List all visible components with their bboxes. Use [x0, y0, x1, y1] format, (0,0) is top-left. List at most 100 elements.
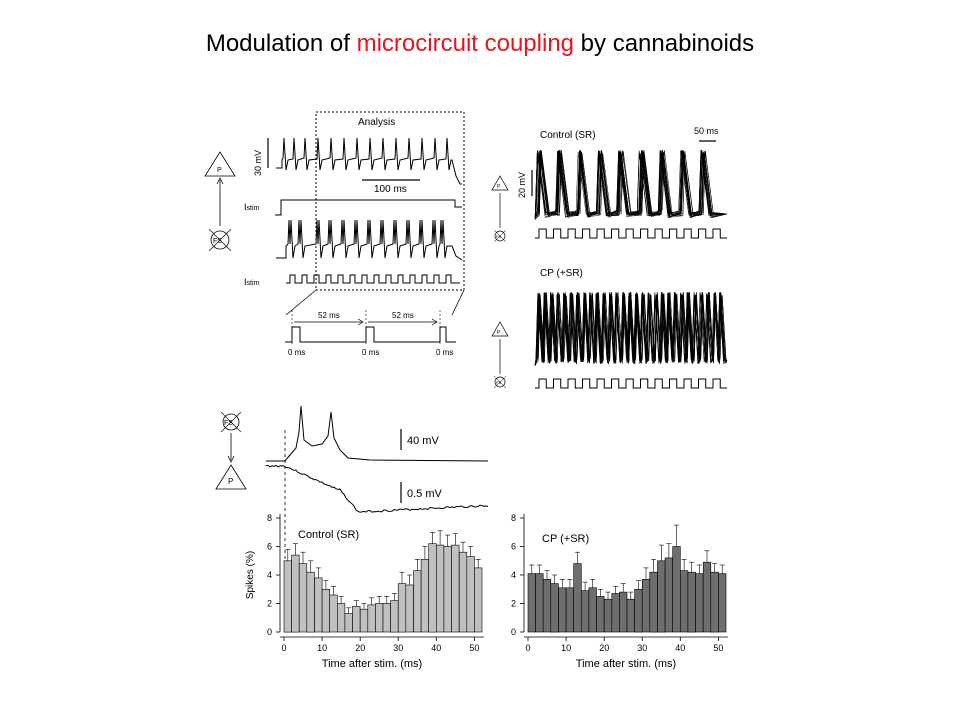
fs-cross-b: [208, 228, 232, 252]
y-tick-label: 8: [511, 513, 516, 523]
cp-stim-pulses: [535, 378, 727, 389]
scale-label-100ms: 100 ms: [374, 184, 407, 195]
y-tick-label: 6: [511, 542, 516, 552]
histogram-bar: [413, 570, 422, 633]
scale-label-20mv: 20 mV: [517, 172, 527, 198]
analysis-label: Analysis: [358, 117, 395, 128]
arrow-head-icon-c: [227, 455, 235, 463]
slide-title: Modulation of microcircuit coupling by c…: [0, 30, 960, 58]
histogram-bar: [329, 594, 338, 633]
histogram-bar: [603, 598, 613, 633]
panel-a: [204, 111, 465, 345]
histogram-bar: [679, 570, 689, 633]
trace-istim-step: [275, 199, 462, 216]
histogram-bar: [672, 546, 681, 633]
period-label-2: 52 ms: [392, 311, 414, 320]
histogram-title: Control (SR): [298, 529, 359, 541]
cp-sr-spike-overlay: [534, 291, 728, 366]
fs-cell-icon-b2: [494, 376, 506, 388]
histogram-bar: [291, 554, 300, 633]
histogram-bar: [619, 591, 628, 633]
control-sr-spike-overlay: [534, 149, 728, 220]
title-text-a: Modulation of: [205, 30, 357, 57]
cell-label-p: P: [217, 167, 222, 174]
fs-cell-icon: [210, 230, 230, 250]
panel-b-labels: Control (SR) CP (+SR) 50 ms 20 mV P FS P…: [496, 126, 719, 385]
cell-label-fs-b2: FS: [496, 380, 501, 385]
histogram-bar: [611, 593, 620, 633]
arrow-head-icon: [216, 177, 224, 185]
y-tick-label: 4: [267, 570, 272, 580]
x-tick-label: 30: [393, 643, 403, 653]
y-axis-label: Spikes (%): [245, 551, 256, 599]
overlay-trace: [534, 149, 728, 217]
trace-p-cell: [276, 137, 462, 185]
cell-label-fs-b1: FS: [496, 234, 501, 239]
histogram-bar: [527, 573, 536, 633]
x-tick-label: 50: [469, 643, 479, 653]
histogram-bar: [390, 600, 399, 633]
histogram-bar: [435, 544, 445, 633]
cell-label-p-c: P: [228, 477, 233, 486]
cell-label-fs: FS: [213, 238, 222, 245]
time-label-1: 0 ms: [288, 348, 305, 357]
overlay-trace: [534, 151, 728, 219]
histogram-bar: [382, 603, 391, 633]
histogram-bar: [687, 571, 696, 633]
histogram-bar: [375, 603, 384, 633]
scale-label-40mv: 40 mV: [407, 435, 439, 447]
histogram-bar: [596, 596, 605, 633]
histogram-bar: [321, 588, 331, 633]
histogram-bar: [283, 560, 292, 633]
x-tick-label: 40: [675, 643, 685, 653]
panel-b: [491, 140, 728, 389]
y-tick-label: 8: [267, 513, 272, 523]
fs-cell-icon-b1: [494, 230, 506, 242]
overlay-trace: [534, 150, 728, 220]
istim-label-1: Istim: [244, 202, 260, 212]
histogram-bar: [710, 571, 719, 633]
control-stim-pulses: [535, 228, 727, 239]
title-text-b: by cannabinoids: [574, 30, 755, 57]
fs-cross-b1b: [493, 229, 507, 243]
histogram-bar: [466, 556, 475, 633]
histogram-bar: [336, 603, 346, 633]
histogram-bar: [695, 573, 704, 633]
inset-pulse-trace: [285, 326, 456, 343]
scale-label-05mv: 0.5 mV: [407, 488, 443, 500]
trace-istim-pulses: [286, 274, 460, 284]
y-tick-label: 4: [511, 570, 516, 580]
histogram-bar: [558, 587, 567, 633]
x-tick-label: 30: [637, 643, 647, 653]
pyramidal-cell-icon: [204, 151, 236, 177]
x-axis-label: Time after stim. (ms): [322, 658, 422, 670]
histogram-bar: [641, 578, 651, 633]
y-tick-label: 2: [267, 599, 272, 609]
istim-label-2: Istim: [244, 277, 260, 287]
cp-sr-label: CP (+SR): [540, 268, 583, 279]
histogram-bar: [702, 561, 712, 633]
time-label-3: 0 ms: [436, 348, 453, 357]
time-label-2: 0 ms: [362, 348, 379, 357]
fs-cross-c-b: [220, 411, 242, 433]
scale-label-50ms: 50 ms: [694, 126, 719, 136]
x-axis-label: Time after stim. (ms): [576, 658, 676, 670]
histogram-bar: [649, 571, 658, 633]
fs-cell-icon-c: [222, 413, 240, 431]
histogram-bar: [397, 583, 407, 633]
histogram-bar: [298, 563, 308, 633]
histogram-bar: [367, 604, 376, 633]
histogram-bar: [718, 573, 727, 633]
histogram-bar: [306, 571, 315, 633]
histogram-bar: [535, 573, 544, 633]
pyramidal-cell-icon-c: [215, 464, 247, 490]
histogram-bar: [451, 544, 460, 633]
histogram-bar: [588, 587, 597, 633]
x-tick-label: 10: [317, 643, 327, 653]
period-arrowhead-1: [357, 318, 364, 326]
histogram-bar: [314, 577, 323, 633]
histogram-bar: [420, 558, 430, 633]
histogram-bar: [573, 563, 582, 633]
